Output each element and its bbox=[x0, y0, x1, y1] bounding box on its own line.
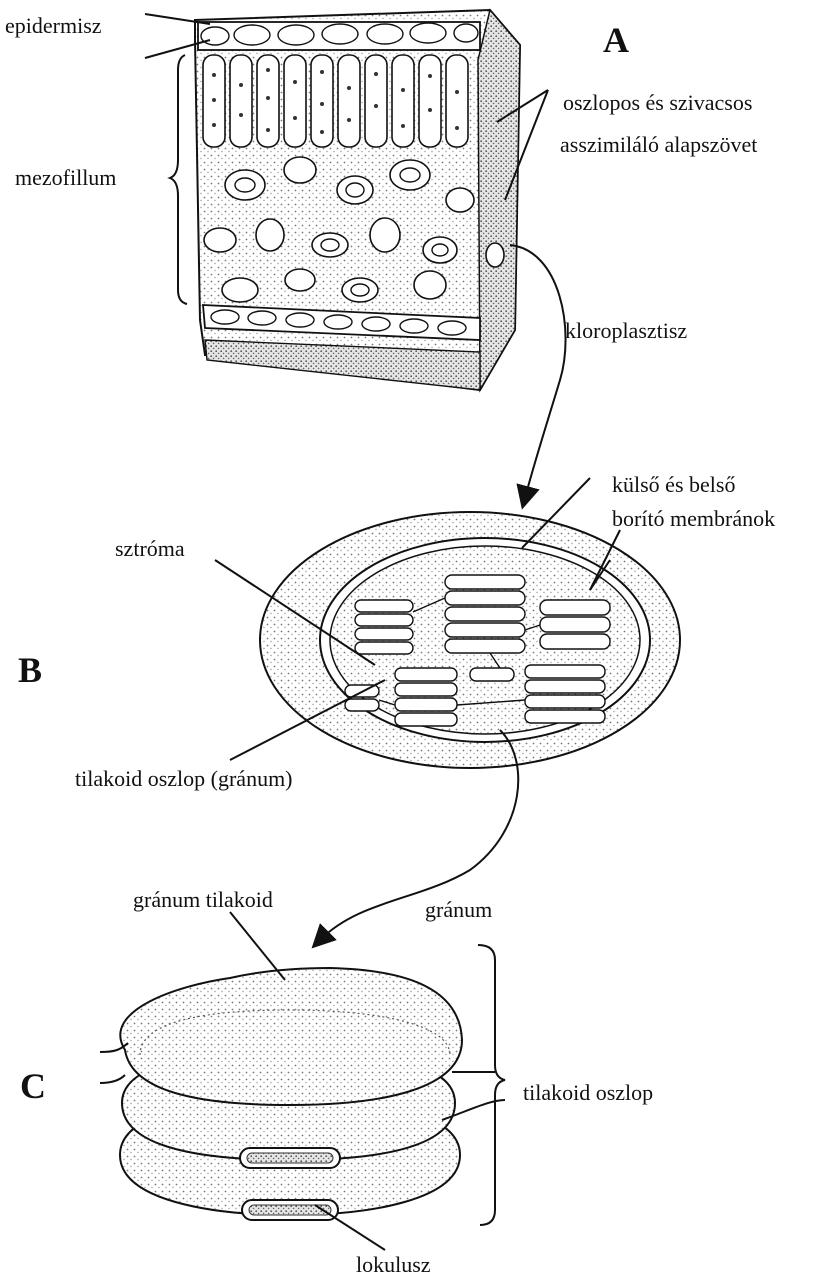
panel-letter-a: A bbox=[603, 20, 629, 60]
upper-epidermis bbox=[198, 22, 480, 50]
label-granum: gránum bbox=[425, 897, 492, 922]
label-tissue-line2: asszimiláló alapszövet bbox=[560, 132, 757, 157]
label-granum-thylakoid: gránum tilakoid bbox=[133, 887, 273, 912]
label-tissue-line1: oszlopos és szivacsos bbox=[563, 90, 752, 115]
label-stroma: sztróma bbox=[115, 536, 185, 561]
label-lumen: lokulusz bbox=[356, 1252, 431, 1277]
label-epidermis: epidermisz bbox=[5, 13, 102, 38]
label-membranes-line1: külső és belső bbox=[612, 472, 735, 497]
chloroplast-section bbox=[260, 512, 680, 768]
panel-letter-b: B bbox=[18, 650, 42, 690]
granum-stack bbox=[100, 968, 462, 1220]
label-thylakoid-stack-b: tilakoid oszlop (gránum) bbox=[75, 766, 293, 791]
label-mesophyll: mezofillum bbox=[15, 165, 116, 190]
label-thylakoid-stack-c: tilakoid oszlop bbox=[523, 1080, 653, 1105]
panel-letter-c: C bbox=[20, 1066, 46, 1106]
leaf-cross-section bbox=[195, 10, 520, 390]
label-chloroplast: kloroplasztisz bbox=[565, 318, 687, 343]
label-membranes-line2: borító membránok bbox=[612, 506, 775, 531]
